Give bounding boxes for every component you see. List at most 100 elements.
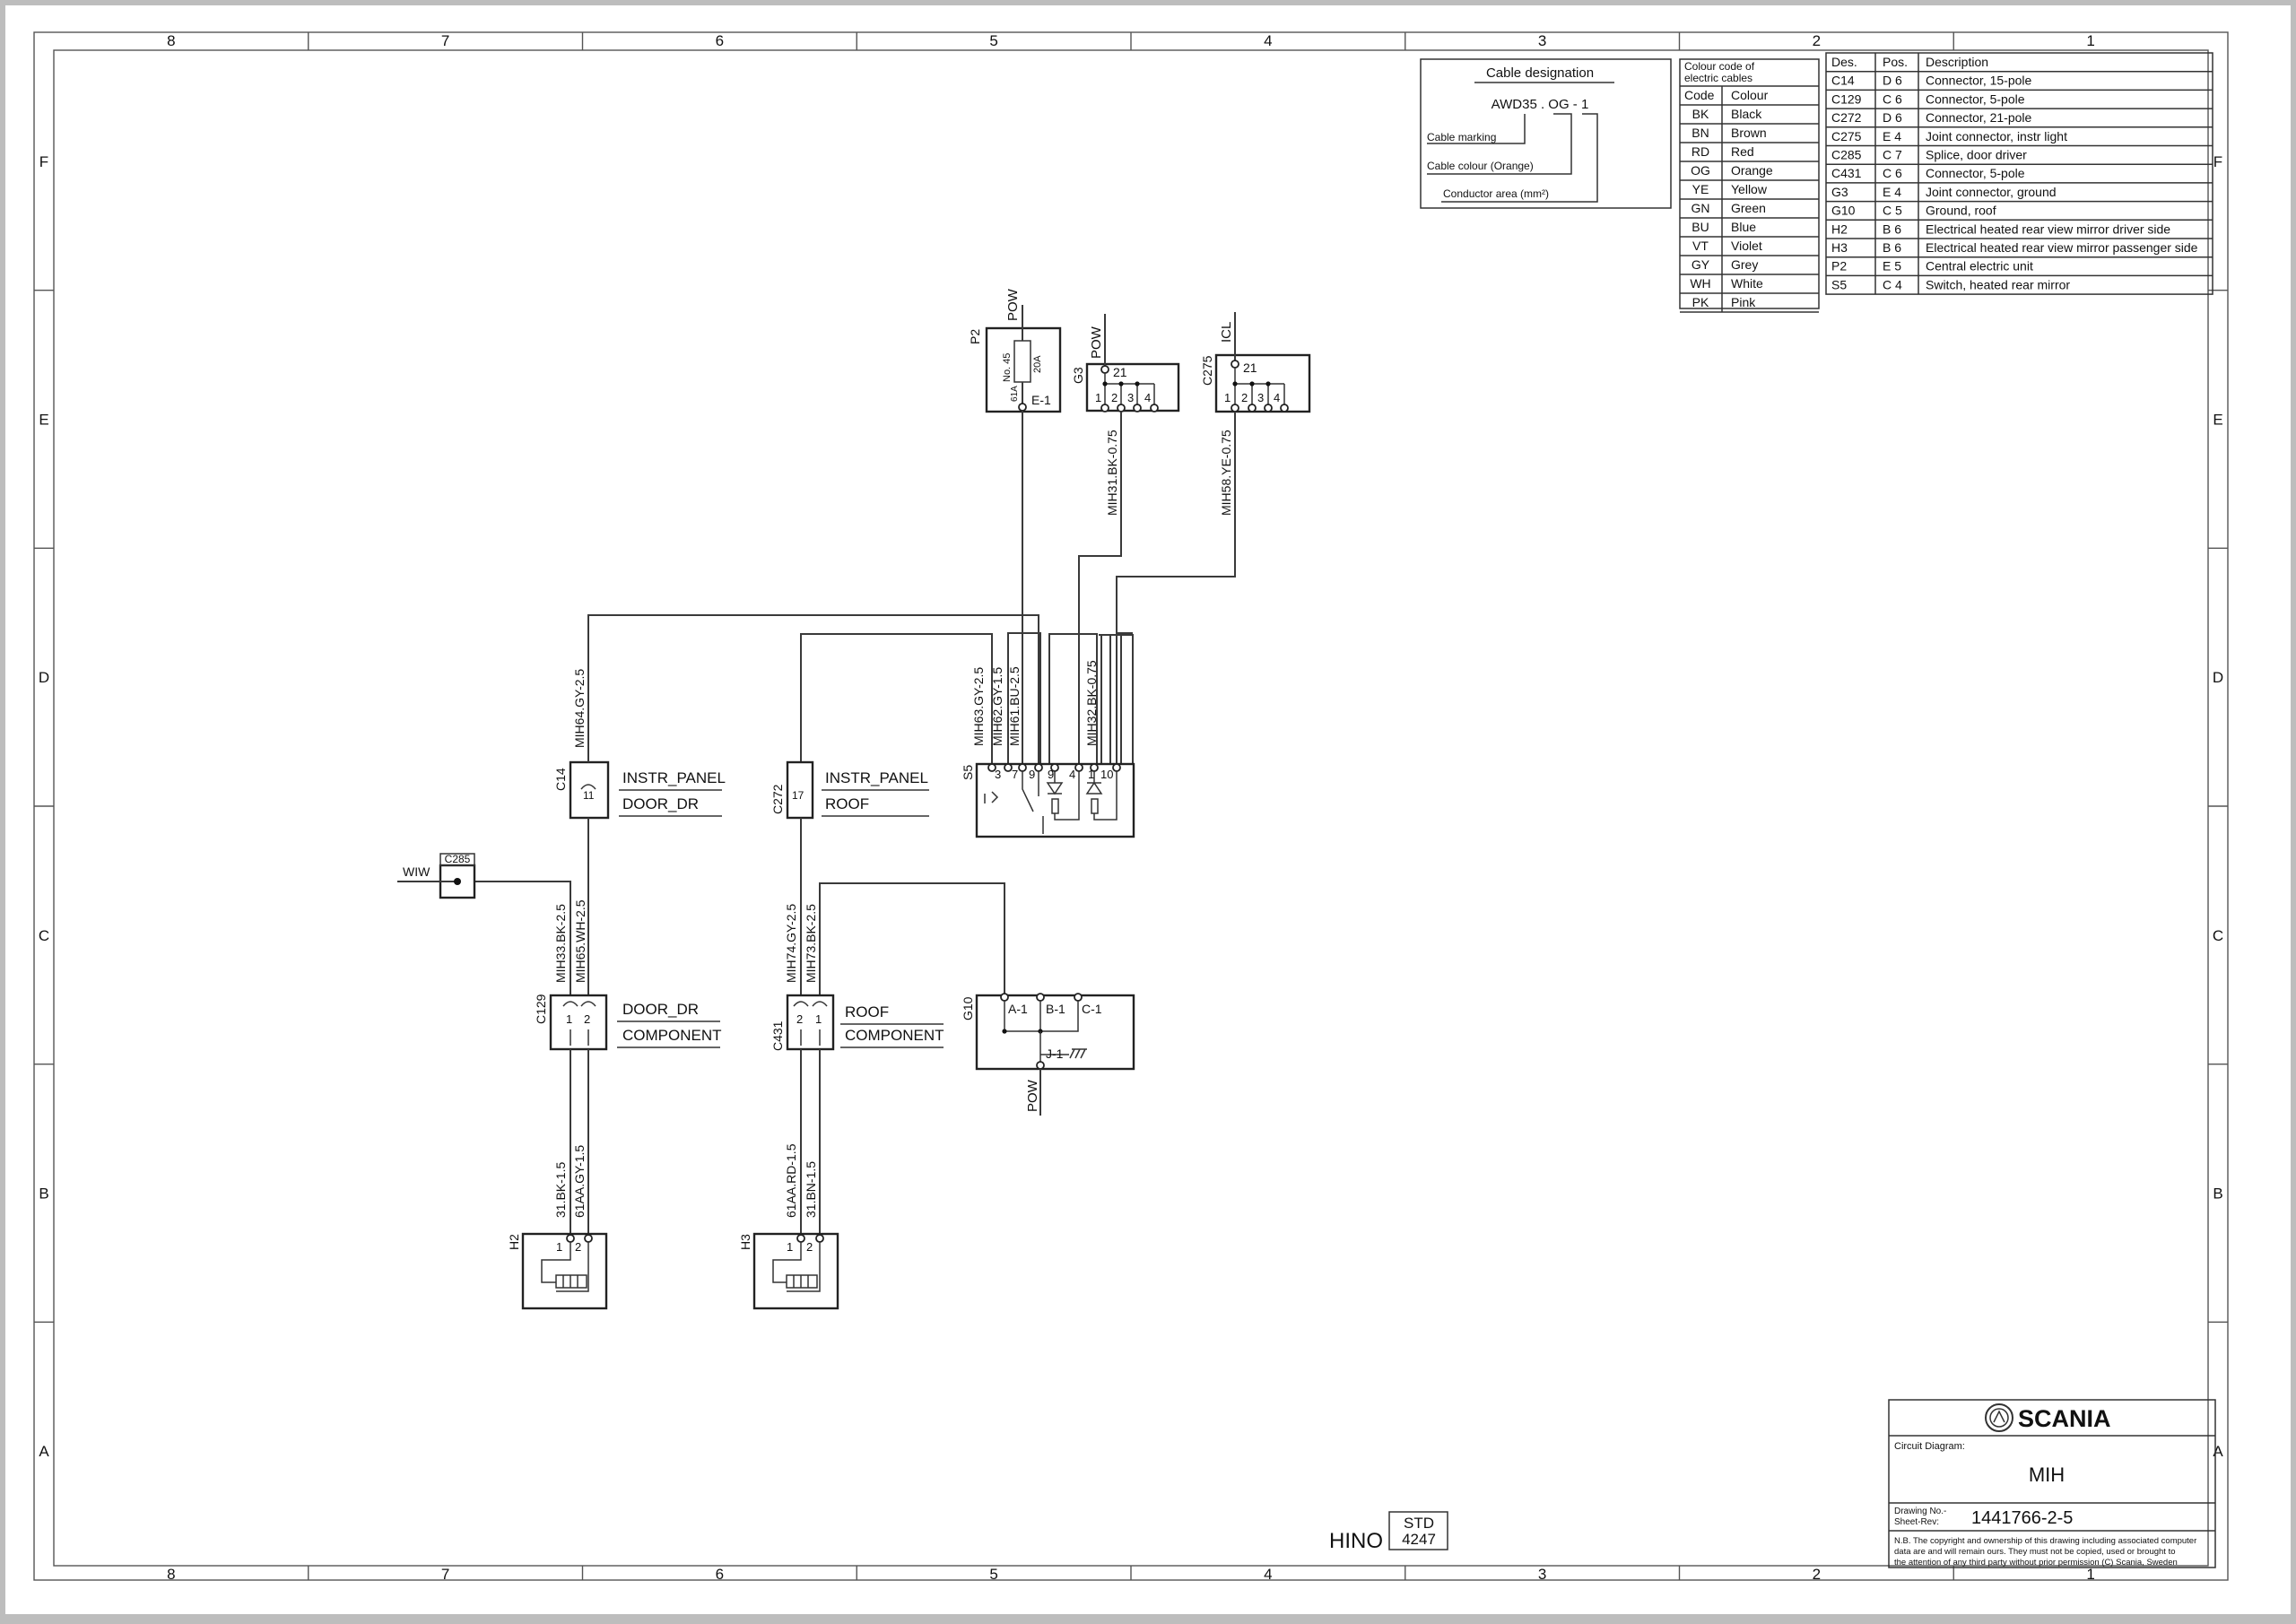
column-marker-top: 8 <box>167 32 175 49</box>
component-designation-cell: C285 <box>1831 148 1862 162</box>
component-position-cell: C 6 <box>1883 91 1902 106</box>
s5-pin-7: 7 <box>1012 768 1018 781</box>
table-header-position: Pos. <box>1883 55 1908 69</box>
c275-id: C275 <box>1200 355 1214 386</box>
c14-label-top: INSTR_PANEL <box>622 769 726 786</box>
colour-code-cell: GY <box>1692 257 1710 272</box>
heater-element-icon <box>786 1274 818 1289</box>
colour-code-cell: BK <box>1692 107 1709 121</box>
wire-mih61-label: MIH61.BU-2.5 <box>1007 666 1022 746</box>
scania-logo: SCANIA <box>1985 1403 2111 1432</box>
wire-31bn-label: 31.BN-1.5 <box>804 1161 818 1218</box>
brand-name: SCANIA <box>2018 1405 2111 1432</box>
wire-mih63-label: MIH63.GY-2.5 <box>971 667 986 746</box>
colour-name-cell: Red <box>1731 144 1754 159</box>
column-marker-bottom: 6 <box>716 1566 724 1583</box>
table-header-description: Description <box>1926 55 1988 69</box>
colour-code-cell: BU <box>1692 220 1709 234</box>
p2-central-electric-unit: P2 POW No. 45 20A 61A E-1 <box>968 288 1062 413</box>
c275-pin-3: 3 <box>1257 391 1264 404</box>
component-description-cell: Connector, 5-pole <box>1926 91 2025 106</box>
component-description-cell: Joint connector, ground <box>1926 185 2057 199</box>
wire-mih58-label: MIH58.YE-0.75 <box>1219 430 1233 516</box>
g10-ground-roof: G10 A-1 B-1 C-1 J-1 POW <box>961 993 1135 1116</box>
h2-id: H2 <box>507 1234 521 1250</box>
row-marker-left: B <box>39 1185 48 1203</box>
colour-name-cell: Yellow <box>1731 182 1768 196</box>
c14-label-bottom: DOOR_DR <box>622 795 699 812</box>
colour-name-cell: Grey <box>1731 257 1758 272</box>
copyright-note-1: N.B. The copyright and ownership of this… <box>1894 1536 2196 1546</box>
component-position-cell: E 4 <box>1883 129 1901 143</box>
component-description-cell: Central electric unit <box>1926 259 2033 274</box>
c14-connector: C14 11 INSTR_PANEL DOOR_DR <box>553 760 726 820</box>
wire-31bk-label: 31.BK-1.5 <box>553 1162 568 1218</box>
column-marker-top: 4 <box>1264 32 1272 49</box>
component-designation-cell: H2 <box>1831 221 1848 236</box>
c129-pin-1: 1 <box>566 1012 572 1026</box>
column-marker-top: 6 <box>716 32 724 49</box>
component-description-cell: Connector, 5-pole <box>1926 166 2025 180</box>
g3-pin-3: 3 <box>1127 391 1134 404</box>
s5-id: S5 <box>961 765 975 780</box>
sheet-rev-label: Sheet-Rev: <box>1894 1517 1939 1527</box>
row-marker-right: C <box>2213 927 2223 944</box>
title-block: SCANIA Circuit Diagram: MIH Drawing No.-… <box>1888 1399 2216 1568</box>
c129-id: C129 <box>534 994 548 1024</box>
colour-table-header-code: Code <box>1684 88 1715 102</box>
component-position-cell: C 4 <box>1883 277 1902 291</box>
c431-pin-1: 1 <box>815 1012 822 1026</box>
wire-mih74-label: MIH74.GY-2.5 <box>784 904 798 983</box>
s5-pin-1: 1 <box>1088 768 1094 781</box>
c285-wire: WIW <box>403 864 430 879</box>
c275-supply: ICL <box>1219 322 1234 343</box>
g3-joint-connector-ground: G3 POW 21 1 2 3 4 <box>1071 314 1180 413</box>
p2-pin-out: E-1 <box>1031 393 1051 407</box>
g3-pin-4: 4 <box>1144 391 1151 404</box>
c275-pin-2: 2 <box>1241 391 1248 404</box>
row-marker-left: D <box>39 669 49 686</box>
g10-supply: POW <box>1025 1079 1040 1112</box>
component-description-cell: Switch, heated rear mirror <box>1926 277 2070 291</box>
h3-pin-1: 1 <box>787 1240 793 1254</box>
led-symbol <box>1046 771 1064 795</box>
c431-id: C431 <box>770 1020 785 1051</box>
component-position-cell: C 7 <box>1883 148 1902 162</box>
s5-pin-10: 10 <box>1100 768 1113 781</box>
g3-pin-top: 21 <box>1113 365 1127 379</box>
s5-pin-4: 4 <box>1069 768 1075 781</box>
c14-id: C14 <box>553 768 568 791</box>
c14-pin: 11 <box>583 789 595 802</box>
column-marker-bottom: 4 <box>1264 1566 1272 1583</box>
row-marker-right: D <box>2213 669 2223 686</box>
h2-pin-2: 2 <box>575 1240 581 1254</box>
wire-61aa-rd-label: 61AA.RD-1.5 <box>784 1143 798 1218</box>
colour-code-cell: GN <box>1692 201 1710 215</box>
g10-pin-j1: J-1 <box>1046 1046 1064 1061</box>
colour-name-cell: Black <box>1731 107 1762 121</box>
wire-mih65-label: MIH65.WH-2.5 <box>573 899 587 983</box>
row-marker-right: A <box>2213 1443 2223 1460</box>
c272-connector: C272 17 INSTR_PANEL ROOF <box>770 760 929 820</box>
row-marker-right: B <box>2213 1185 2222 1203</box>
c285-splice-door-driver: C285 WIW <box>397 853 476 899</box>
component-designation-cell: H3 <box>1831 240 1848 255</box>
c272-pin: 17 <box>792 789 804 802</box>
c129-connector: C129 1 2 DOOR_DR COMPONENT <box>534 994 722 1051</box>
component-position-cell: E 5 <box>1883 259 1901 274</box>
c431-label-bottom: COMPONENT <box>845 1027 944 1044</box>
s5-pin-9a: 9 <box>1029 768 1035 781</box>
component-position-cell: E 4 <box>1883 185 1901 199</box>
colour-table-title-1: Colour code of <box>1684 60 1755 73</box>
colour-name-cell: White <box>1731 276 1763 291</box>
paper <box>5 5 2291 1614</box>
row-marker-left: C <box>39 927 49 944</box>
colour-code-cell: BN <box>1692 126 1709 140</box>
colour-table-title-2: electric cables <box>1684 72 1752 84</box>
colour-code-cell: RD <box>1692 144 1709 159</box>
component-designation-cell: C431 <box>1831 166 1862 180</box>
component-description-cell: Connector, 21-pole <box>1926 110 2032 125</box>
column-marker-bottom: 2 <box>1813 1566 1821 1583</box>
